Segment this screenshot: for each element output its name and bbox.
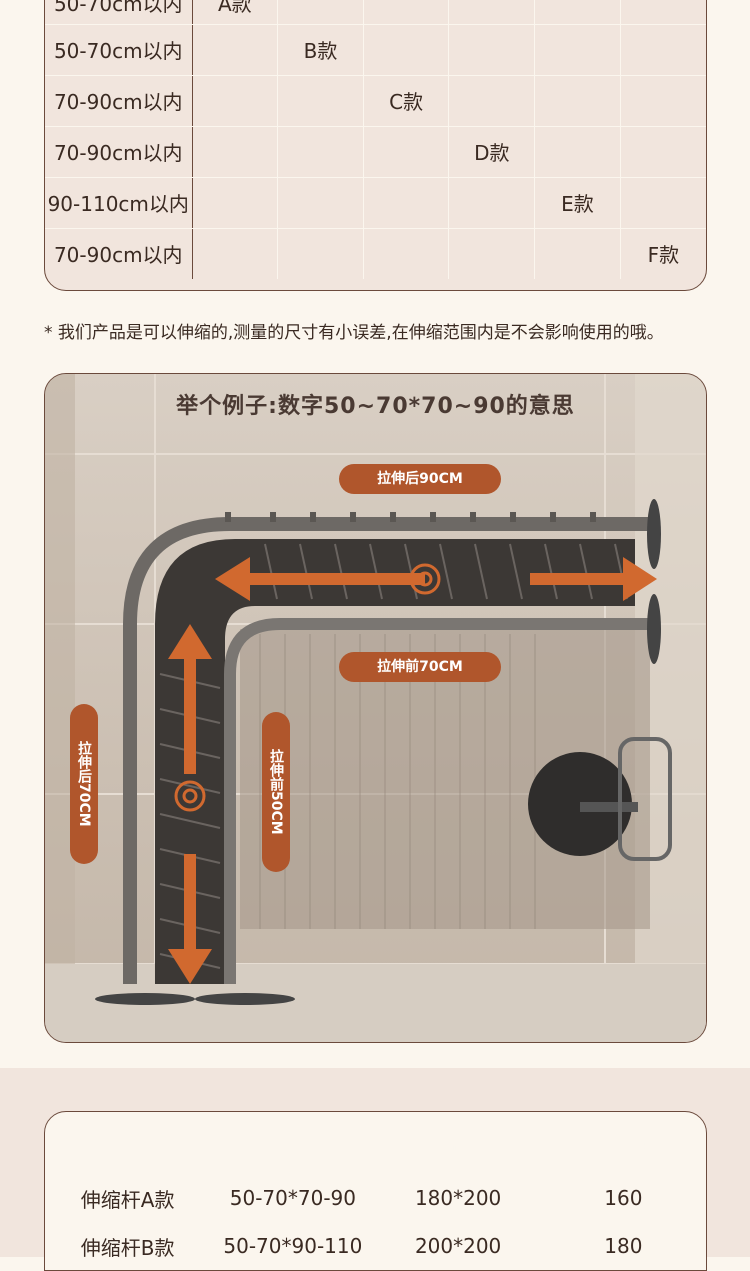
empty-cell	[534, 24, 621, 76]
spec-header-cell: 弧形杆	[94, 1133, 161, 1158]
spec-cell: 180*200	[414, 1186, 502, 1210]
size-range-cell: 50-70cm以内	[45, 0, 193, 25]
size-row: 70-90cm以内 F款	[45, 228, 706, 279]
center-markers	[174, 563, 441, 812]
model-cell: D款	[448, 126, 536, 178]
empty-cell	[534, 0, 621, 25]
model-cell: F款	[647, 243, 680, 268]
size-row: 50-70cm以内 B款	[45, 24, 706, 76]
spec-header-cell: 轨道伸缩范围	[226, 1133, 359, 1158]
spec-table: 弧形杆 轨道伸缩范围 浴帘尺寸 挡水条伸缩杆A款 50-70*70-90 180*200 1…	[44, 1111, 707, 1271]
after-horizontal-label: 拉伸后90CM	[339, 464, 501, 494]
illustration-title: 举个例子:数字50~70*70~90的意思	[176, 394, 575, 419]
empty-cell	[534, 126, 621, 178]
size-row: 90-110cm以内 E款	[45, 177, 706, 229]
empty-cell	[620, 177, 706, 229]
spec-header-cell: 挡水条	[590, 1133, 657, 1158]
measurement-note: * 我们产品是可以伸缩的,测量的尺寸有小误差,在伸缩范围内是不会影响使用的哦。	[44, 323, 664, 343]
empty-cell	[192, 177, 279, 229]
empty-cell	[620, 24, 706, 76]
empty-cell	[363, 177, 450, 229]
size-row: 70-90cm以内 C款	[45, 75, 706, 127]
empty-cell	[534, 228, 621, 279]
empty-cell	[192, 24, 279, 76]
shower-fixture	[528, 737, 672, 861]
spec-grid: 弧形杆 轨道伸缩范围 浴帘尺寸 挡水条伸缩杆A款 50-70*70-90 180*200 1…	[45, 1112, 706, 1270]
shower-rod-drawing	[45, 374, 706, 1042]
empty-cell	[363, 126, 450, 178]
empty-cell	[277, 177, 364, 229]
empty-cell	[277, 0, 364, 25]
outer-rod	[123, 517, 650, 984]
spec-cell: 50-70*70-90	[229, 1186, 356, 1210]
size-range-cell: 90-110cm以内	[45, 177, 193, 229]
spec-row: 伸缩杆B款 50-70*90-110 200*200 180	[45, 1222, 706, 1270]
spec-cell: 50-70*90-110	[223, 1234, 363, 1258]
empty-cell	[277, 228, 364, 279]
empty-cell	[620, 126, 706, 178]
spec-row: 伸缩杆A款 50-70*70-90 180*200 160	[45, 1174, 706, 1222]
empty-cell	[620, 75, 706, 127]
empty-cell	[620, 0, 706, 25]
empty-cell	[448, 228, 536, 279]
size-range-cell: 70-90cm以内	[45, 75, 193, 127]
before-vertical-label: 拉伸前50CM	[262, 712, 290, 872]
example-illustration: 举个例子:数字50~70*70~90的意思 拉伸后90CM 拉伸前70CM 拉伸…	[44, 373, 707, 1043]
spec-cell: 160	[604, 1186, 643, 1210]
model-cell: C款	[363, 75, 450, 127]
size-row: 70-90cm以内 D款	[45, 126, 706, 178]
after-vertical-label: 拉伸后70CM	[70, 704, 98, 864]
empty-cell	[192, 75, 279, 127]
empty-cell	[363, 24, 450, 76]
size-range-cell: 70-90cm以内	[45, 228, 193, 279]
empty-cell	[448, 75, 536, 127]
empty-cell	[534, 75, 621, 127]
spec-cell: 200*200	[414, 1234, 502, 1258]
empty-cell	[363, 228, 450, 279]
size-range-cell: 70-90cm以内	[45, 126, 193, 178]
empty-cell	[448, 24, 536, 76]
inner-rod	[224, 618, 650, 984]
size-range-cell: 50-70cm以内	[45, 24, 193, 76]
empty-cell	[363, 0, 450, 25]
empty-cell	[448, 0, 536, 25]
empty-cell	[277, 126, 364, 178]
empty-cell	[192, 228, 279, 279]
spec-cell: 180	[604, 1234, 643, 1258]
spec-header-cell: 浴帘尺寸	[414, 1133, 503, 1158]
model-cell: B款	[277, 24, 364, 76]
model-cell: E款	[534, 177, 621, 229]
stretch-arrows	[168, 557, 657, 984]
model-cell: A款	[192, 0, 279, 25]
spec-cell: 伸缩杆B款	[80, 1235, 175, 1260]
empty-cell	[448, 177, 536, 229]
before-horizontal-label: 拉伸前70CM	[339, 652, 501, 682]
empty-cell	[277, 75, 364, 127]
empty-cell	[192, 126, 279, 178]
spec-cell: 伸缩杆A款	[80, 1187, 175, 1212]
